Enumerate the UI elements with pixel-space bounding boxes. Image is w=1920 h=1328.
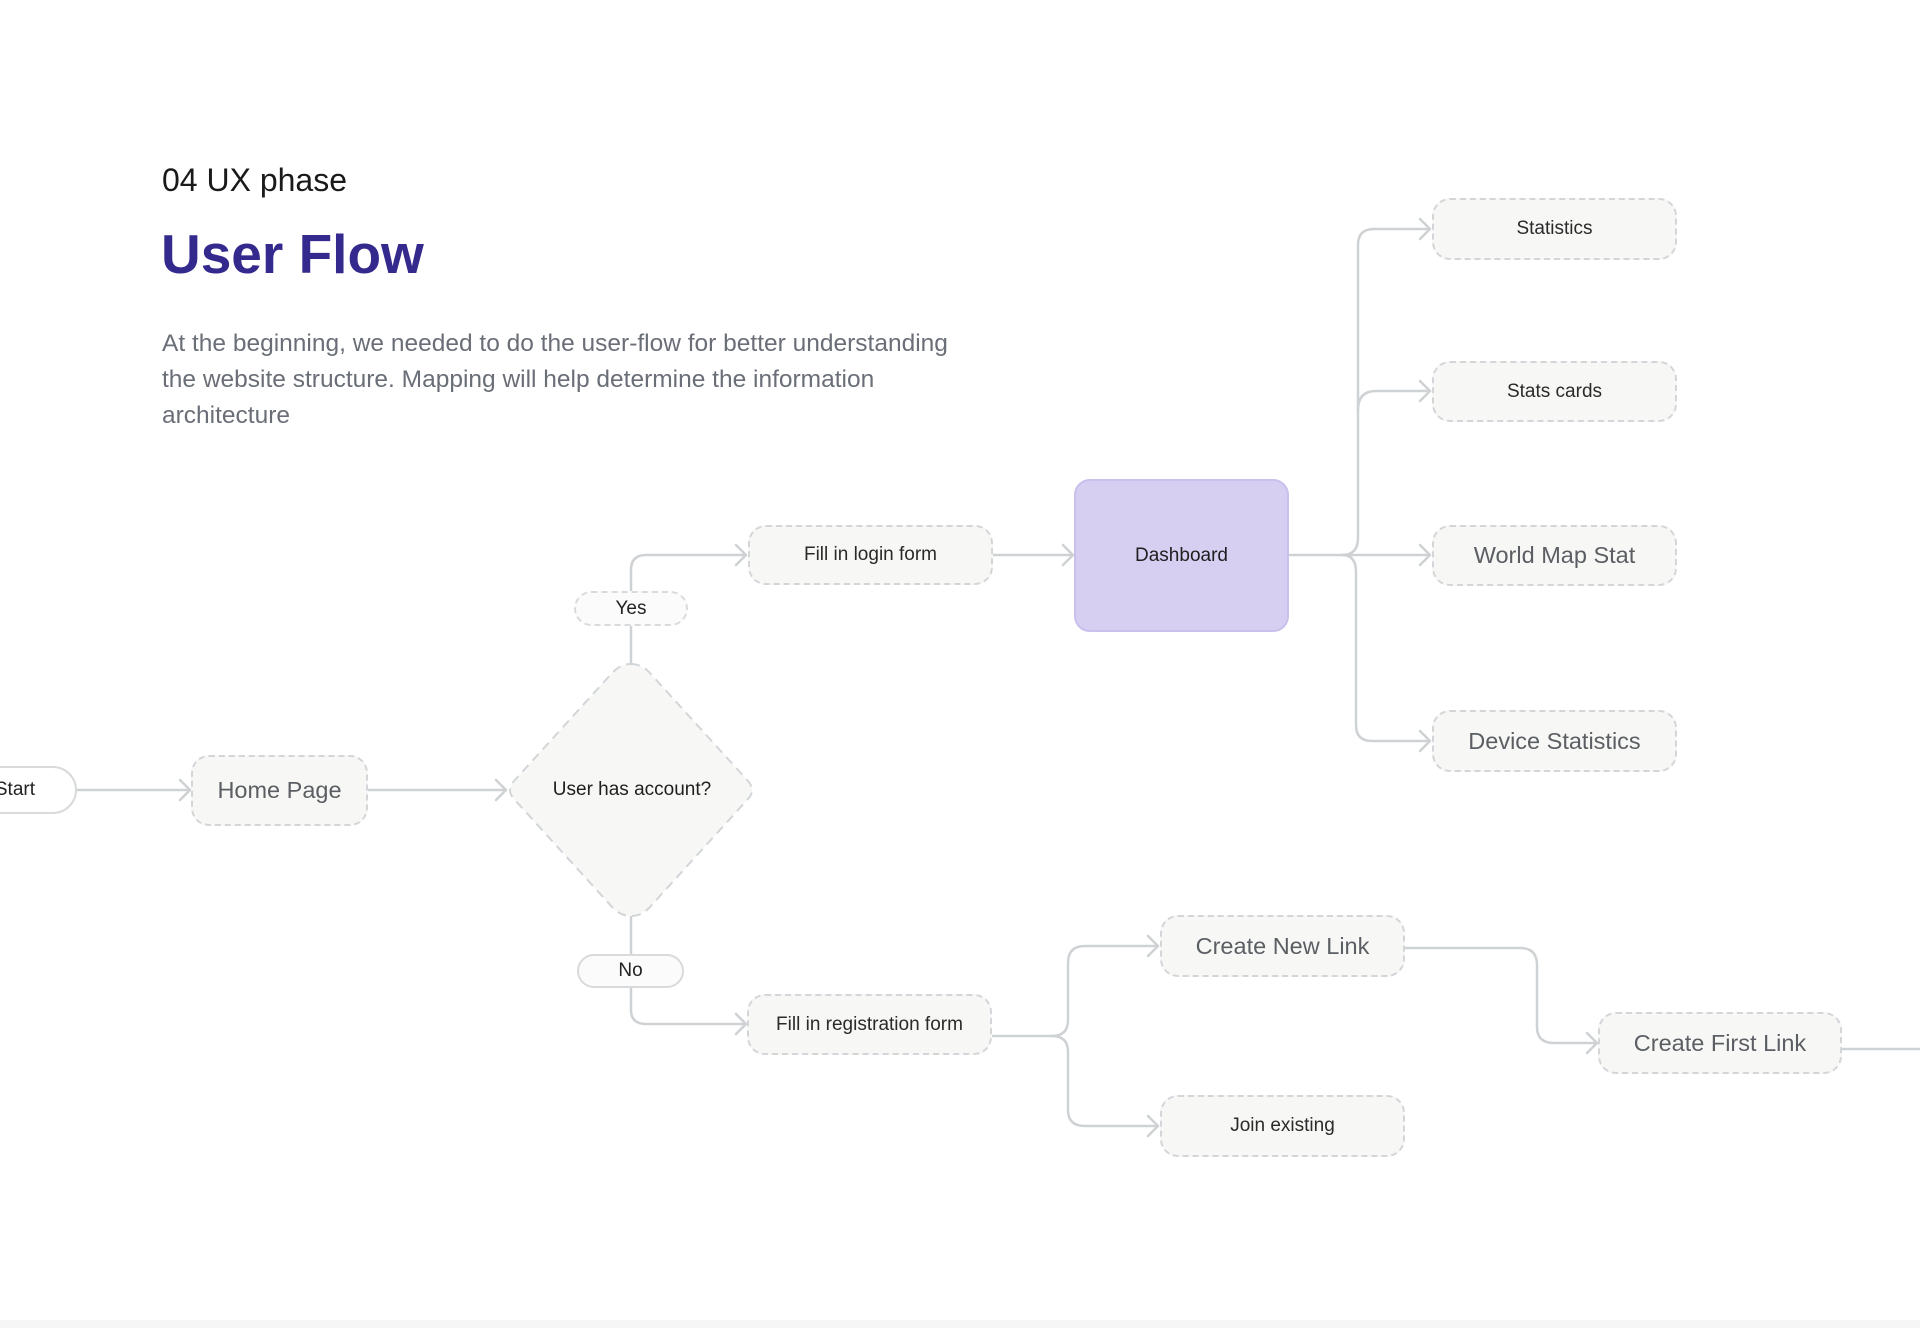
connector-registration-branches xyxy=(990,944,1160,1038)
create-first-link-node: Create First Link xyxy=(1598,1012,1842,1074)
stats-cards-node: Stats cards xyxy=(1432,361,1677,422)
decision-label: User has account? xyxy=(552,779,712,800)
join-existing-node: Join existing xyxy=(1160,1095,1405,1157)
statistics-node: Statistics xyxy=(1432,198,1677,260)
start-node: Start xyxy=(0,766,77,814)
connector-create-first xyxy=(1403,946,1599,1045)
world-map-stat-node: World Map Stat xyxy=(1432,525,1677,586)
no-label: No xyxy=(577,954,684,988)
registration-form-node: Fill in registration form xyxy=(747,994,992,1055)
decision-diamond xyxy=(509,662,753,918)
device-statistics-node: Device Statistics xyxy=(1432,710,1677,772)
dashboard-node: Dashboard xyxy=(1074,479,1289,632)
yes-label: Yes xyxy=(574,591,688,626)
page-title: User Flow xyxy=(161,223,424,285)
create-new-link-node: Create New Link xyxy=(1160,915,1405,977)
section-eyebrow: 04 UX phase xyxy=(162,162,348,198)
page-description: At the beginning, we needed to do the us… xyxy=(162,330,948,429)
home-page-node: Home Page xyxy=(191,755,368,826)
login-form-node: Fill in login form xyxy=(748,525,993,585)
bottom-band xyxy=(0,1320,1920,1328)
